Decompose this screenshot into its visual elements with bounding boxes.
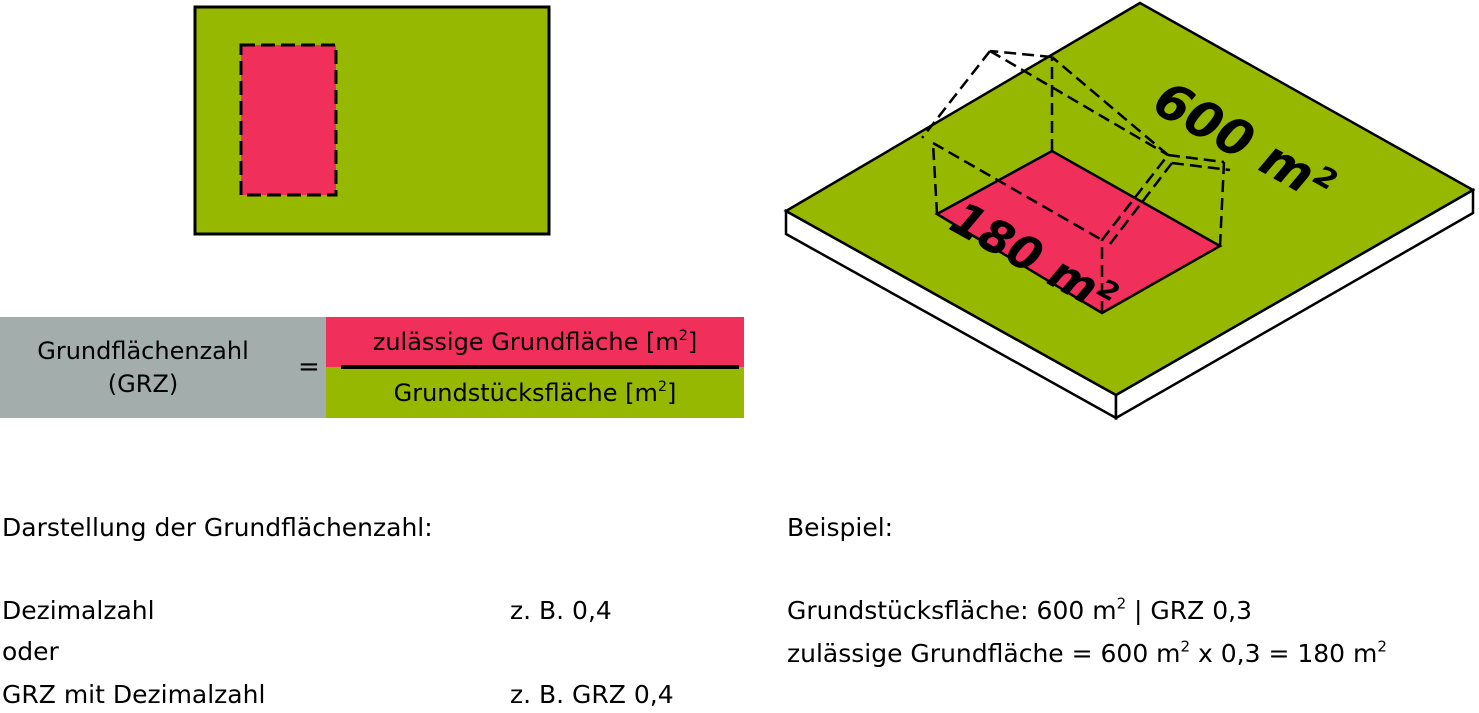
fraction-line	[341, 365, 739, 369]
darstellung-row-1-example: z. B. 0,4	[510, 596, 612, 625]
building-volume-dashed	[921, 49, 1231, 313]
darstellung-row-1-label: Dezimalzahl	[2, 596, 155, 625]
beispiel-line-2: zulässige Grundfläche = 600 m2 x 0,3 = 1…	[787, 637, 1387, 668]
beispiel-heading: Beispiel:	[787, 513, 894, 542]
darstellung-row-3-label: GRZ mit Dezimalzahl	[2, 680, 266, 709]
darstellung-heading: Darstellung der Grundflächenzahl:	[2, 513, 433, 542]
beispiel-line-1: Grundstücksfläche: 600 m2 | GRZ 0,3	[787, 594, 1253, 625]
numerator-box: zulässige Grundfläche [m2]	[326, 317, 744, 367]
numerator-text: zulässige Grundfläche [m2]	[372, 327, 698, 356]
denominator-text: Grundstücksfläche [m2]	[393, 378, 677, 407]
denominator-box: Grundstücksfläche [m2]	[326, 367, 744, 418]
darstellung-row-2-label: oder	[2, 637, 59, 666]
grz-term-line1: Grundflächenzahl	[37, 337, 249, 366]
equals-sign: =	[298, 352, 320, 382]
grz-term-line2: (GRZ)	[107, 369, 179, 398]
grz-term-box: Grundflächenzahl (GRZ)	[0, 317, 326, 418]
darstellung-row-3-example: z. B. GRZ 0,4	[510, 680, 674, 709]
building-footprint	[239, 43, 338, 197]
